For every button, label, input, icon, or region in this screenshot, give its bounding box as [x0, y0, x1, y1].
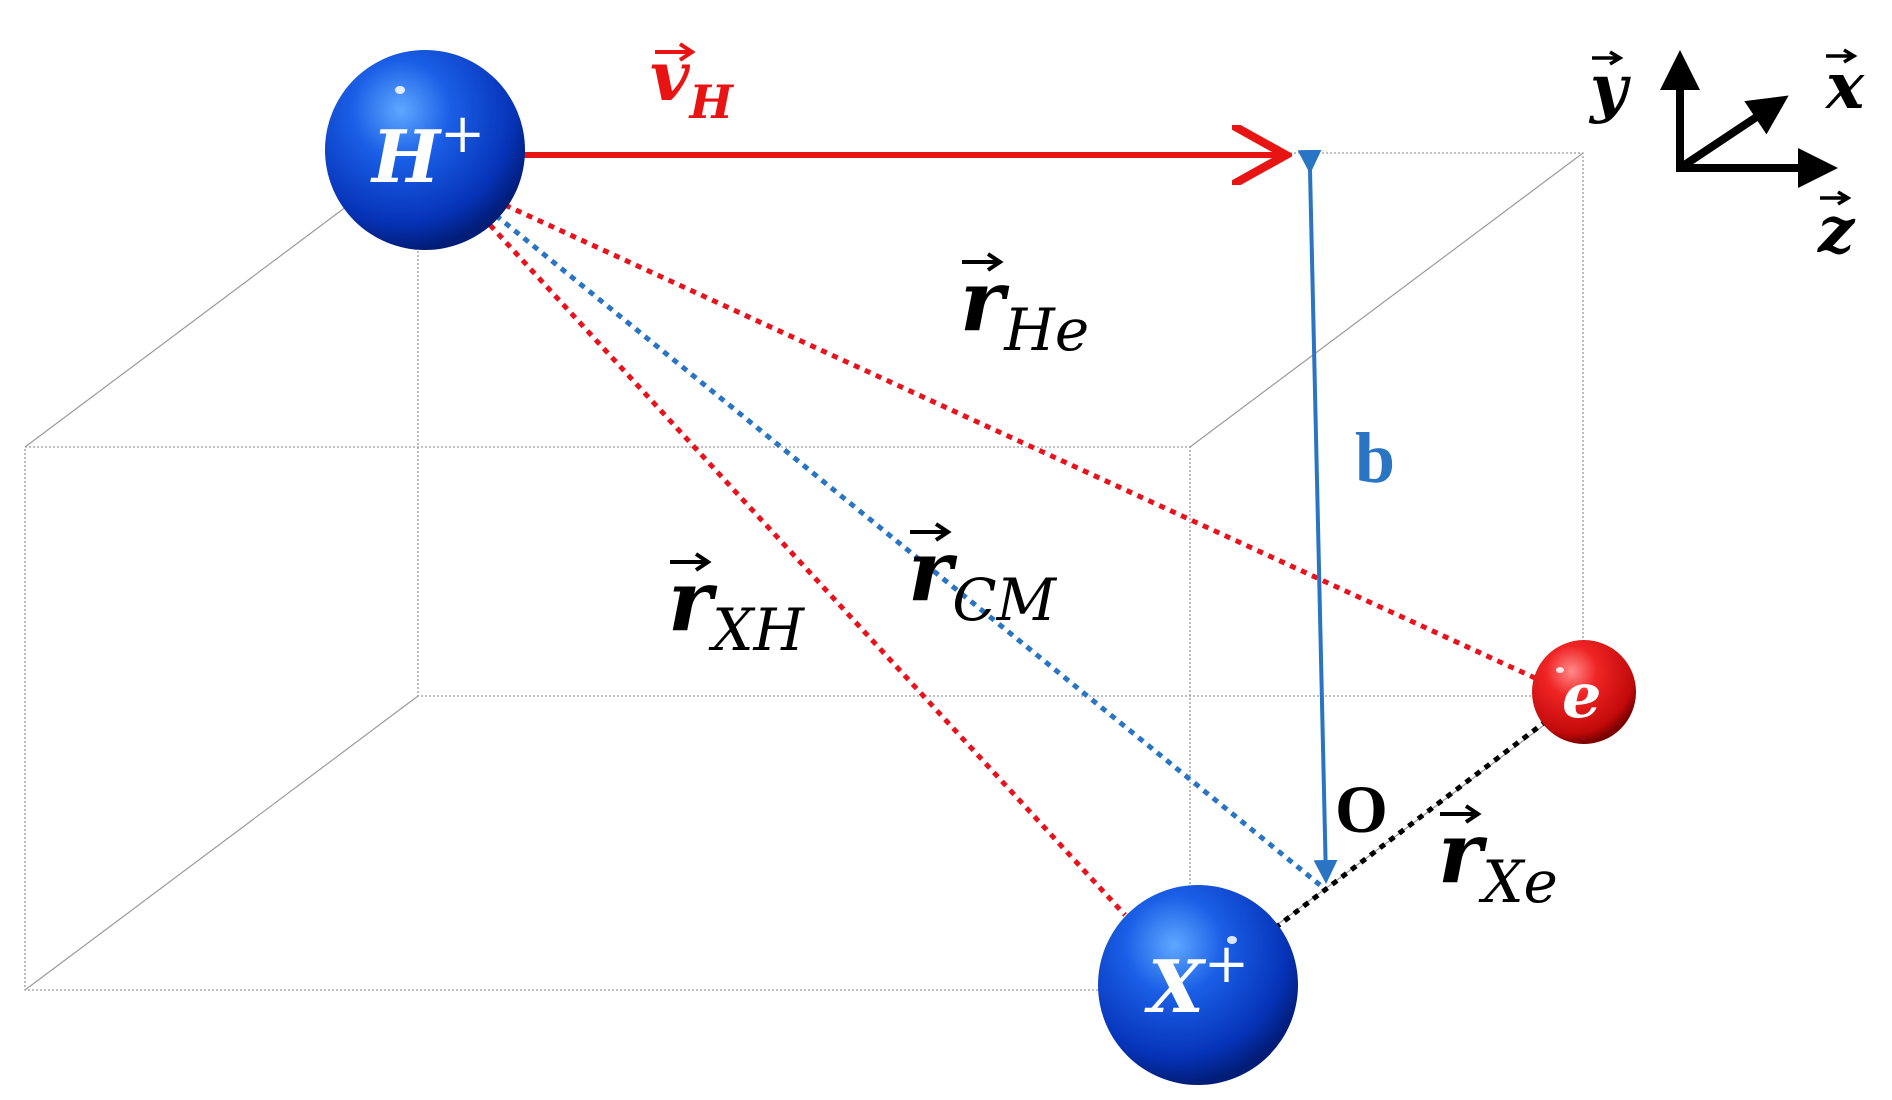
label-r-xe: rXe — [1438, 803, 1558, 916]
r-he-base: r — [960, 251, 1010, 350]
y-axis-label-accent — [1592, 50, 1624, 66]
wireframe-box — [24, 152, 1584, 991]
h-ion: H+ — [325, 50, 525, 250]
distance-lines — [438, 168, 1547, 930]
svg-text:rXH: rXH — [668, 551, 806, 664]
svg-text:rXe: rXe — [1438, 803, 1558, 916]
r-cm-sub: CM — [952, 566, 1057, 634]
electron-highlight — [1556, 667, 1564, 673]
x-ion-highlight — [1227, 936, 1237, 944]
r-cm-line — [438, 168, 1322, 887]
x-ion: X+ — [1098, 885, 1298, 1085]
r-he-arrow-accent — [962, 252, 1004, 272]
svg-text:rCM: rCM — [908, 521, 1058, 634]
x-axis-arrow — [1677, 95, 1789, 172]
r-xh-sub: XH — [708, 596, 805, 664]
h-ion-highlight — [395, 86, 405, 94]
svg-text:X+: X+ — [1144, 932, 1249, 1029]
box-edge-top-right — [1189, 152, 1584, 448]
box-edge-bottom-left — [24, 695, 419, 991]
axis-labels: y x z — [1588, 48, 1865, 268]
label-r-xh: rXH — [668, 551, 806, 664]
r-xh-base: r — [668, 551, 718, 650]
v-h-arrow-accent — [655, 42, 696, 62]
electron: e — [1532, 640, 1636, 744]
svg-text:rHe: rHe — [960, 251, 1089, 364]
label-r-he: rHe — [960, 251, 1089, 364]
label-v-h: vH — [650, 37, 735, 129]
label-r-cm: rCM — [908, 521, 1058, 634]
h-ion-symbol: H — [370, 114, 442, 199]
impact-parameter-arrow — [1297, 149, 1338, 884]
electron-sphere — [1532, 640, 1636, 744]
r-xe-sub: Xe — [1478, 848, 1558, 916]
origin-label: O — [1335, 771, 1388, 847]
v-h-sub: H — [688, 75, 735, 129]
r-xe-base: r — [1438, 803, 1488, 902]
electron-symbol: e — [1562, 659, 1601, 732]
x-axis-label-accent — [1826, 48, 1858, 64]
r-xh-line — [488, 223, 1127, 917]
y-axis-label: y — [1588, 51, 1631, 126]
z-axis-label-accent — [1820, 190, 1852, 206]
r-cm-base: r — [908, 521, 958, 620]
r-he-line — [503, 202, 1537, 681]
svg-text:H+: H+ — [370, 102, 485, 199]
r-he-sub: He — [1003, 296, 1089, 364]
x-ion-charge: + — [1204, 932, 1249, 995]
z-axis-label: z — [1817, 193, 1856, 268]
h-ion-charge: + — [440, 102, 485, 165]
r-xe-line — [1273, 720, 1547, 930]
r-xe-arrow-accent — [1440, 804, 1482, 824]
h-ion-sphere — [325, 50, 525, 250]
box-front-face — [24, 446, 1191, 991]
x-ion-symbol: X — [1144, 944, 1207, 1029]
x-ion-sphere — [1098, 885, 1298, 1085]
r-xh-arrow-accent — [670, 552, 712, 572]
coordinate-axes — [1660, 50, 1838, 188]
impact-parameter-label: b — [1355, 418, 1395, 498]
r-cm-arrow-accent — [910, 522, 952, 542]
